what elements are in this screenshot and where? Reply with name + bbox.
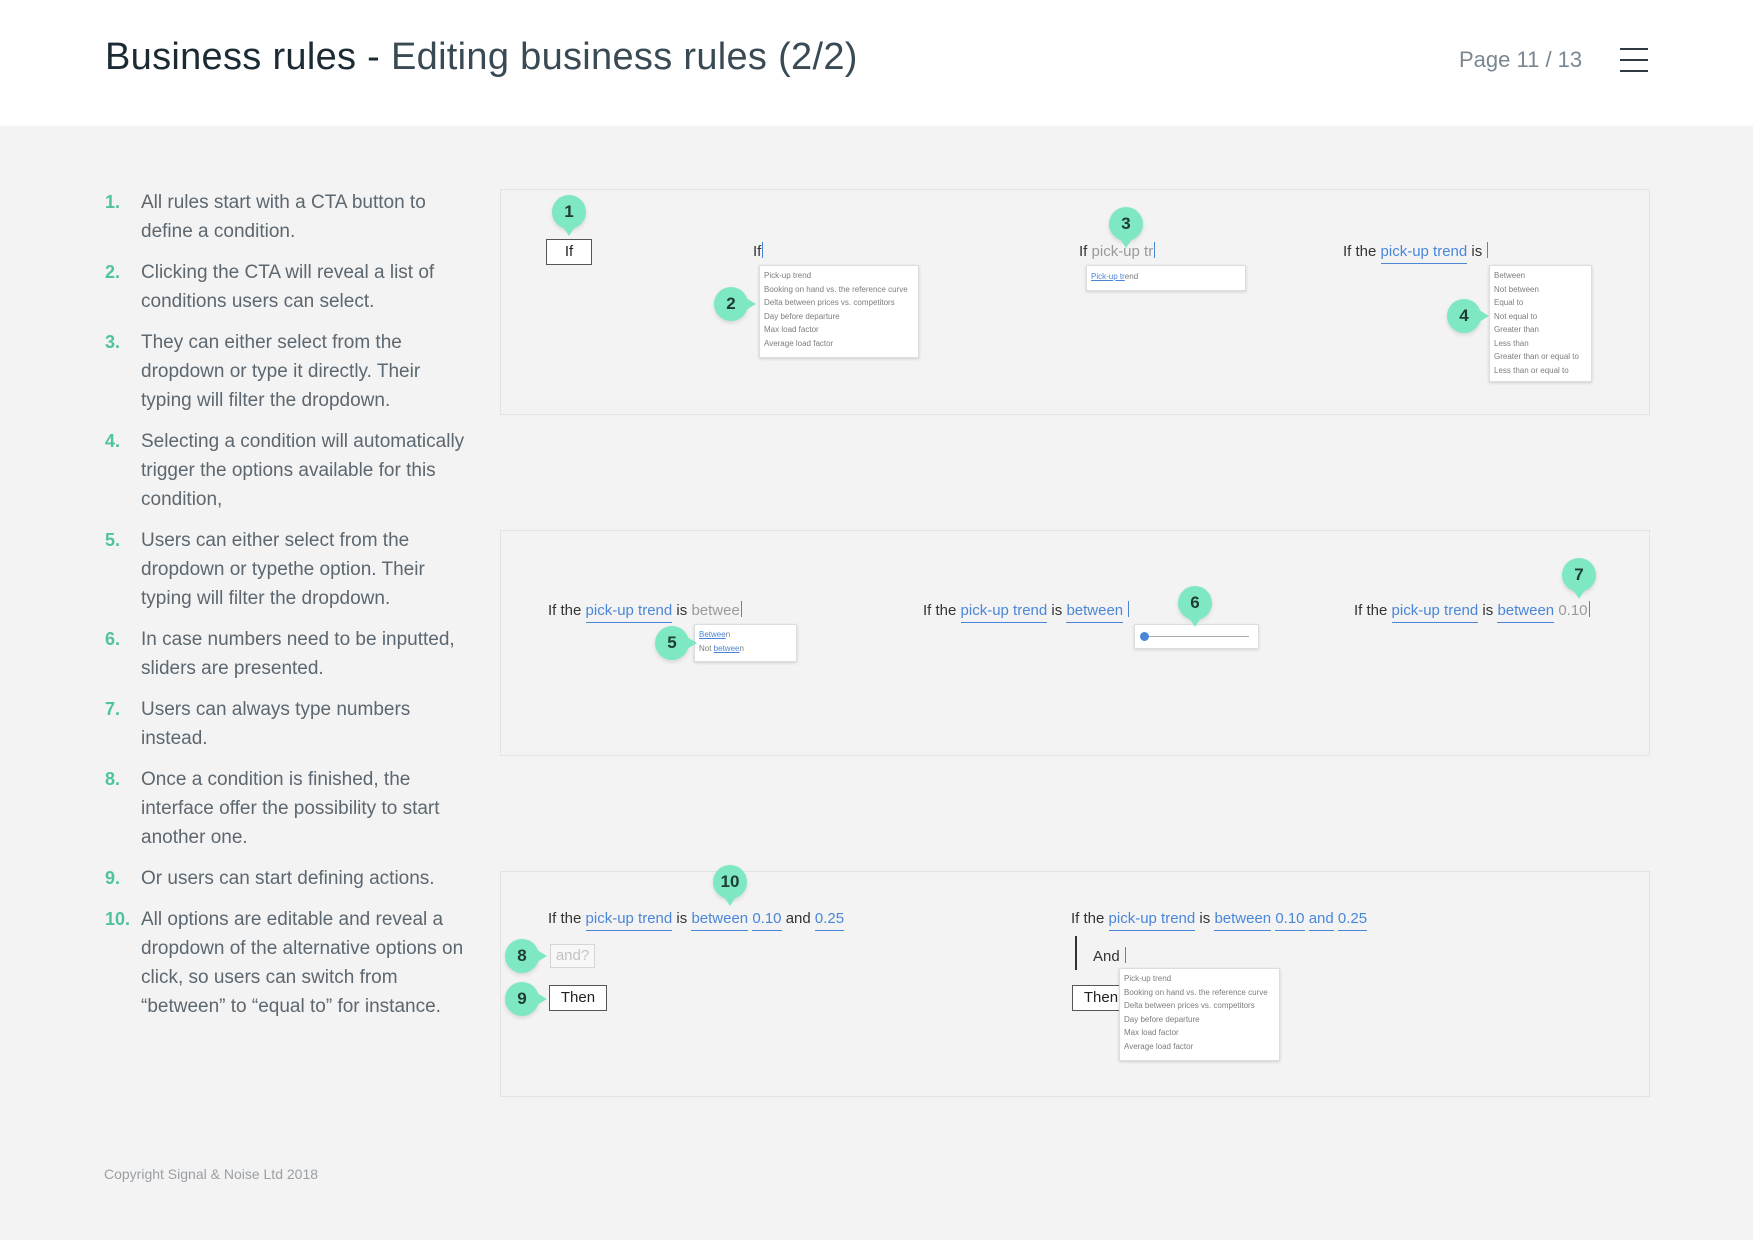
then-button[interactable]: Then (549, 985, 607, 1011)
rule-complete-second[interactable]: If the pick-up trend is between 0.10 and… (1071, 910, 1368, 931)
title-sub: Editing business rules (2/2) (390, 36, 858, 78)
dropdown-option[interactable]: Day before departure (764, 311, 840, 321)
header: Business rules - Editing business rules … (0, 0, 1753, 126)
text-caret (1588, 601, 1590, 617)
title-main: Business rules - (105, 36, 391, 78)
steps-list: 1.All rules start with a CTA button to d… (105, 188, 475, 1033)
page-number: Page 11 / 13 (1459, 47, 1583, 72)
add-condition-button[interactable]: and? (550, 944, 595, 968)
operator-token[interactable]: between (1214, 910, 1272, 931)
panel-complete-rule: If the pick-up trend is between 0.10 and… (500, 865, 1650, 1097)
dropdown-option[interactable]: Average load factor (1124, 1041, 1194, 1051)
dropdown-option[interactable]: Between (1494, 271, 1526, 280)
step-item: 2.Clicking the CTA will reveal a list of… (105, 262, 435, 312)
low-value-token[interactable]: 0.10 (1275, 910, 1305, 931)
conditions-dropdown-second[interactable]: Pick-up trend Booking on hand vs. the re… (1119, 968, 1280, 1061)
dropdown-option[interactable]: Not equal to (1494, 311, 1538, 321)
step-item: 4.Selecting a condition will automatical… (105, 431, 465, 510)
page-title: Business rules - Editing business rules … (105, 36, 858, 79)
dropdown-option[interactable]: Booking on hand vs. the reference curve (1124, 987, 1268, 997)
marker-7: 7 (1562, 558, 1596, 599)
operator-token[interactable]: between (1066, 602, 1124, 623)
if-cta-button[interactable]: If (546, 239, 592, 265)
step-item: 10.All options are editable and reveal a… (105, 909, 464, 1017)
text-caret (1154, 242, 1156, 258)
dropdown-option[interactable]: Not between (699, 643, 744, 653)
text-caret (1128, 601, 1130, 617)
text-caret (740, 601, 742, 617)
step-item: 6.In case numbers need to be inputted, s… (105, 629, 455, 679)
step-item: 9.Or users can start defining actions. (105, 868, 435, 889)
operator-token[interactable]: between (691, 910, 749, 931)
dropdown-option[interactable]: Day before departure (1124, 1014, 1200, 1024)
slider-knob[interactable] (1140, 632, 1149, 641)
dropdown-option[interactable]: Delta between prices vs. competitors (764, 298, 895, 307)
dropdown-option[interactable]: Delta between prices vs. competitors (1124, 1001, 1255, 1010)
step-item: 8.Once a condition is finished, the inte… (105, 769, 440, 848)
marker-8: 8 (505, 939, 547, 973)
condition-token[interactable]: pick-up trend (585, 910, 673, 931)
marker-10: 10 (713, 865, 747, 906)
marker-1: 1 (552, 195, 586, 236)
filtered-conditions-dropdown[interactable]: Pick-up trend (1086, 265, 1246, 291)
and-condition-input[interactable]: And (1093, 947, 1126, 965)
rule-complete[interactable]: If the pick-up trend is between 0.10 and… (548, 910, 845, 931)
text-caret (762, 242, 764, 258)
panel-option-selection: If the pick-up trend is betwee Between N… (500, 530, 1650, 756)
rule-input-option-typing[interactable]: If the pick-up trend is betwee (548, 601, 742, 623)
dropdown-option[interactable]: Greater than (1494, 325, 1539, 334)
dropdown-option[interactable]: Less than or equal to (1494, 365, 1569, 375)
marker-9: 9 (505, 982, 547, 1016)
dropdown-option[interactable]: Max load factor (1124, 1028, 1179, 1037)
marker-4: 4 (1447, 299, 1489, 333)
step-item: 5.Users can either select from the dropd… (105, 530, 425, 609)
copyright: Copyright Signal & Noise Ltd 2018 (104, 1166, 319, 1182)
nesting-line (1075, 936, 1077, 970)
condition-token[interactable]: pick-up trend (960, 602, 1048, 623)
dropdown-option[interactable]: Pick-up trend (764, 271, 812, 280)
dropdown-option[interactable]: Max load factor (764, 325, 819, 334)
panel-condition-selection: If 1 If Pick-up trend Booking on hand vs… (500, 189, 1650, 415)
rule-input-empty[interactable]: If (753, 242, 764, 260)
marker-5: 5 (655, 626, 697, 660)
text-caret (1487, 242, 1489, 258)
hamburger-menu-icon[interactable] (1620, 48, 1648, 72)
options-dropdown[interactable]: Between Not between Equal to Not equal t… (1489, 265, 1592, 382)
dropdown-option[interactable]: Pick-up trend (1124, 974, 1172, 983)
dropdown-option[interactable]: Average load factor (764, 338, 834, 348)
step-item: 3.They can either select from the dropdo… (105, 332, 421, 411)
filtered-options-dropdown[interactable]: Between Not between (694, 624, 797, 662)
operator-token[interactable]: between (1497, 602, 1555, 623)
marker-2: 2 (714, 287, 756, 321)
condition-token[interactable]: pick-up trend (1108, 910, 1196, 931)
text-caret (1124, 947, 1126, 963)
rule-input-condition-selected[interactable]: If the pick-up trend is (1343, 242, 1489, 264)
condition-token[interactable]: pick-up trend (1391, 602, 1479, 623)
dropdown-option[interactable]: Less than (1494, 338, 1529, 348)
high-value-token[interactable]: 0.25 (814, 910, 845, 931)
dropdown-option[interactable]: Booking on hand vs. the reference curve (764, 284, 908, 294)
slider-track[interactable] (1145, 636, 1249, 637)
marker-6: 6 (1178, 586, 1212, 627)
low-value-token[interactable]: 0.10 (752, 910, 782, 931)
marker-3: 3 (1109, 207, 1143, 248)
conditions-dropdown[interactable]: Pick-up trend Booking on hand vs. the re… (759, 265, 919, 358)
dropdown-option[interactable]: Pick-up trend (1091, 272, 1139, 281)
dropdown-option[interactable]: Greater than or equal to (1494, 352, 1579, 361)
dropdown-option[interactable]: Between (699, 630, 731, 639)
number-slider[interactable] (1134, 624, 1259, 649)
step-item: 1.All rules start with a CTA button to d… (105, 192, 426, 242)
condition-token[interactable]: pick-up trend (1380, 243, 1468, 264)
rule-input-number-typing[interactable]: If the pick-up trend is between 0.10 (1354, 601, 1590, 623)
dropdown-option[interactable]: Equal to (1494, 298, 1524, 307)
dropdown-option[interactable]: Not between (1494, 284, 1539, 294)
high-value-token[interactable]: 0.25 (1337, 910, 1368, 931)
step-item: 7.Users can always type numbers instead. (105, 699, 411, 749)
and-token[interactable]: and (1308, 910, 1334, 931)
rule-input-slider[interactable]: If the pick-up trend is between (923, 601, 1130, 623)
condition-token[interactable]: pick-up trend (585, 602, 673, 623)
rule-input-typing[interactable]: If pick-up tr (1079, 242, 1156, 260)
